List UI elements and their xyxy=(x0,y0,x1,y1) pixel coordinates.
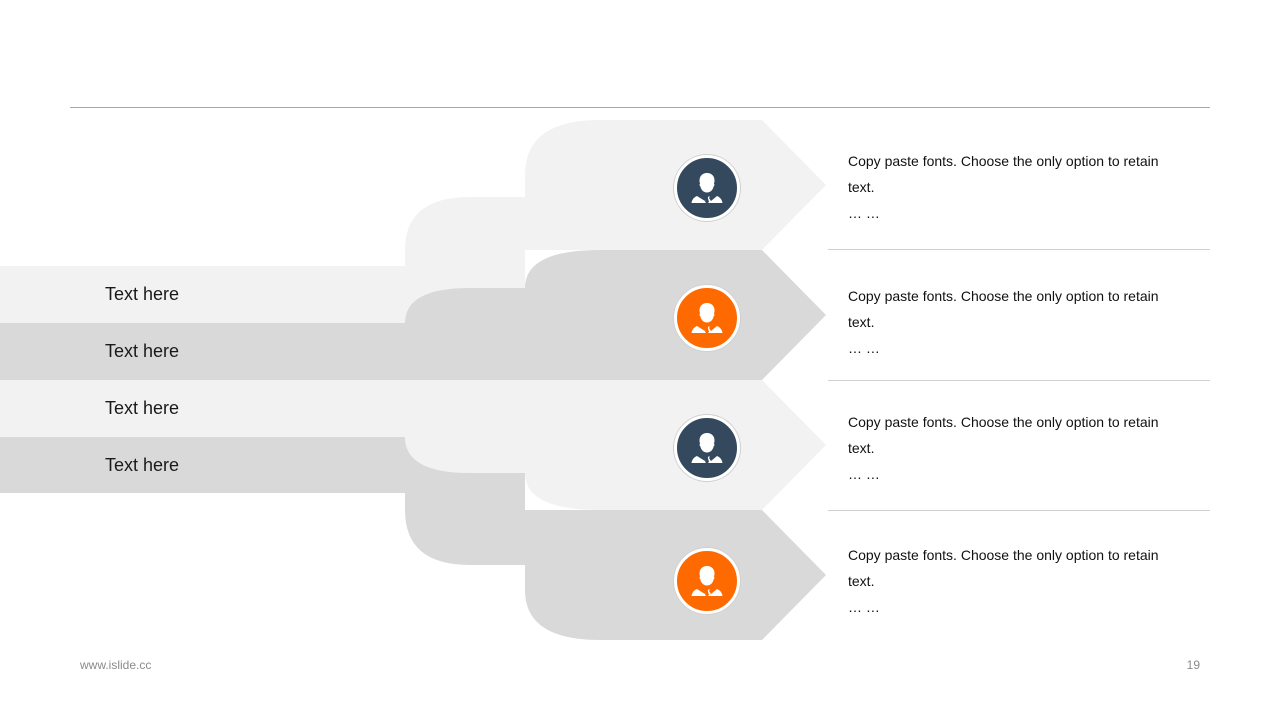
row-label-3: Text here xyxy=(105,398,180,418)
ellipsis-text: … … xyxy=(848,205,880,221)
businessman-icon xyxy=(674,155,740,221)
ellipsis-text: … … xyxy=(848,466,880,482)
branch-band-2 xyxy=(0,250,826,380)
description-text: Copy paste fonts. Choose the only option… xyxy=(848,153,1159,195)
page-number: 19 xyxy=(1186,658,1200,672)
ellipsis-text: … … xyxy=(848,599,880,615)
footer-url: www.islide.cc xyxy=(80,658,152,672)
ellipsis-text: … … xyxy=(848,340,880,356)
description-text: Copy paste fonts. Choose the only option… xyxy=(848,288,1159,330)
row-label-2: Text here xyxy=(105,341,180,361)
description-block-2: Copy paste fonts. Choose the only option… xyxy=(848,283,1188,361)
item-divider xyxy=(828,249,1210,250)
description-text: Copy paste fonts. Choose the only option… xyxy=(848,414,1159,456)
businessman-icon xyxy=(674,285,740,351)
item-divider xyxy=(828,380,1210,381)
row-label-1: Text here xyxy=(105,284,180,304)
row-label-4: Text here xyxy=(105,455,180,475)
businessman-icon xyxy=(674,415,740,481)
businessman-icon xyxy=(674,548,740,614)
description-text: Copy paste fonts. Choose the only option… xyxy=(848,547,1159,589)
branch-band-4 xyxy=(0,437,826,640)
branch-band-3 xyxy=(0,380,826,510)
description-block-3: Copy paste fonts. Choose the only option… xyxy=(848,409,1188,487)
item-divider xyxy=(828,510,1210,511)
description-block-1: Copy paste fonts. Choose the only option… xyxy=(848,148,1188,226)
branch-band-1 xyxy=(0,120,826,323)
description-block-4: Copy paste fonts. Choose the only option… xyxy=(848,542,1188,620)
top-divider xyxy=(70,107,1210,108)
